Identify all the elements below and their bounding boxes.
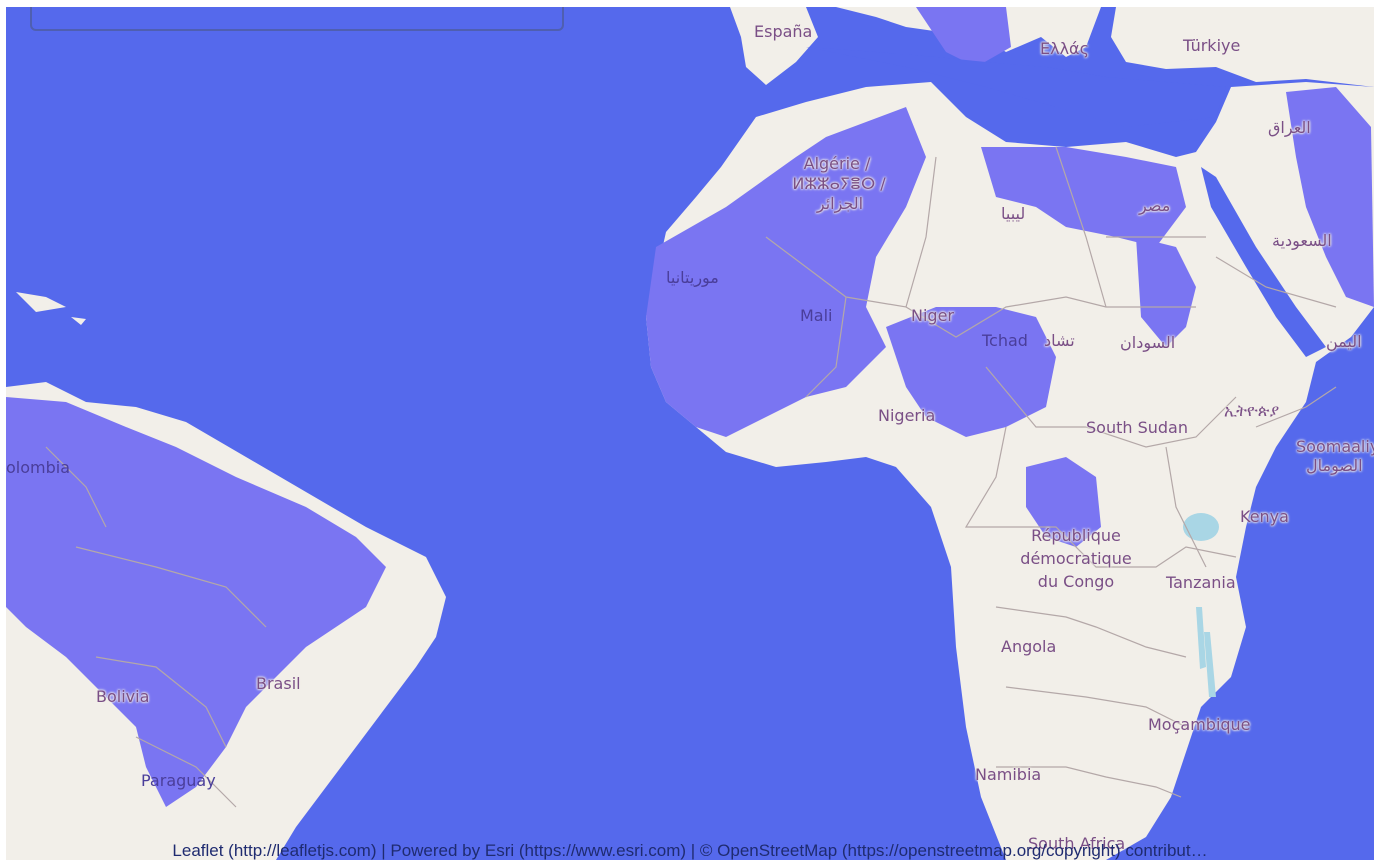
map-attribution: Leaflet (http://leafletjs.com) | Powered…: [172, 841, 1208, 860]
land-caribbean: [16, 292, 86, 325]
water-red-sea: [1201, 167, 1326, 357]
map-tiles: [6, 7, 1374, 860]
label-paraguay: Paraguay: [141, 771, 216, 790]
label-algerie: Algérie /: [803, 154, 871, 173]
lakes: [1183, 513, 1219, 697]
label-tanzania: Tanzania: [1166, 573, 1236, 592]
label-mali: Mali: [800, 306, 833, 325]
overlay-layer: [6, 7, 1374, 807]
label-drc-line2: démocratique: [1020, 549, 1132, 568]
label-south-sudan: South Sudan: [1086, 418, 1188, 437]
label-namibia: Namibia: [975, 765, 1042, 784]
label-kenya: Kenya: [1240, 507, 1289, 526]
legend-control[interactable]: [30, 7, 564, 31]
label-saudi: السعودية: [1272, 231, 1332, 250]
label-algerie-arabic: الجزائر: [816, 194, 864, 213]
label-brasil: Brasil: [256, 674, 301, 693]
label-iraq: العراق: [1268, 118, 1311, 137]
label-angola: Angola: [1001, 637, 1057, 656]
label-somalia: Soomaaliya: [1296, 437, 1374, 456]
label-mauritania: موريتانيا: [666, 268, 719, 287]
label-sudan: السودان: [1120, 333, 1176, 352]
label-mocambique: Moçambique: [1148, 715, 1251, 734]
label-tchad: Tchad: [982, 331, 1028, 350]
label-misr: مصر: [1139, 196, 1171, 215]
label-drc-line3: du Congo: [1037, 572, 1115, 591]
label-south-africa: South Africa: [1028, 834, 1126, 853]
label-turkiye: Türkiye: [1183, 36, 1241, 55]
label-tchad-arabic: تشاد: [1044, 331, 1075, 350]
label-yemen: اليمن: [1326, 332, 1362, 351]
label-nigeria: Nigeria: [878, 406, 936, 425]
label-algerie-tifinagh: ⵍⵣⵣⴰⵢⴻⵔ /: [792, 174, 886, 193]
land-turkey: [1111, 7, 1374, 87]
label-espana: España: [754, 22, 813, 41]
label-niger: Niger: [911, 306, 954, 325]
label-libya: ليبيا: [1001, 204, 1026, 223]
label-colombia: olombia: [6, 458, 71, 477]
label-ethiopia: ኢትዮጵያ: [1224, 401, 1280, 420]
map-viewport[interactable]: España Ελλάς Türkiye العراق Algérie / ⵍⵣ…: [6, 7, 1374, 860]
water-mediterranean: [806, 47, 1226, 127]
label-drc-line1: République: [1031, 526, 1121, 545]
label-ellada: Ελλάς: [1040, 39, 1089, 58]
label-bolivia: Bolivia: [96, 687, 150, 706]
label-somalia-arabic: الصومال: [1306, 456, 1363, 475]
country-borders: [45, 146, 1337, 808]
